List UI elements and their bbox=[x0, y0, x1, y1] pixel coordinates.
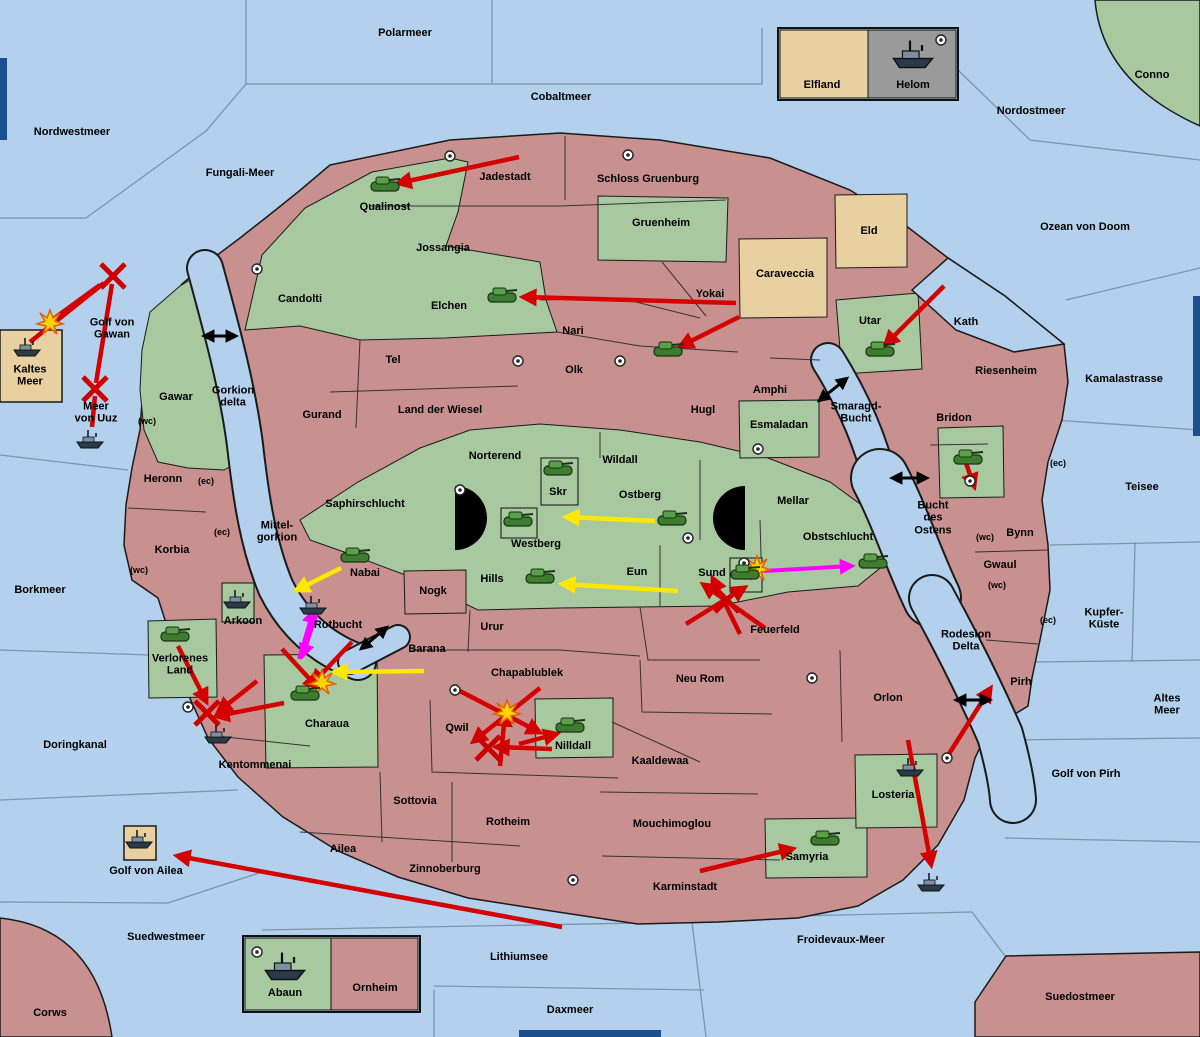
ship-icon[interactable] bbox=[76, 430, 105, 449]
legend-frame-top-right bbox=[777, 27, 959, 101]
battle-x-icon bbox=[713, 586, 741, 614]
tank-icon[interactable] bbox=[730, 564, 761, 580]
explosion-icon bbox=[491, 697, 523, 725]
ship-icon[interactable] bbox=[223, 590, 252, 609]
tank-icon[interactable] bbox=[543, 460, 574, 476]
dynamic-layer bbox=[13, 34, 994, 981]
attack-arrow-magenta bbox=[763, 558, 856, 575]
attack-arrow-red bbox=[518, 728, 562, 747]
city-dot-icon bbox=[251, 946, 263, 958]
ship-icon[interactable] bbox=[299, 596, 328, 615]
attack-arrow-red bbox=[175, 644, 209, 706]
battle-x-icon bbox=[81, 375, 109, 403]
tank-icon[interactable] bbox=[858, 553, 889, 569]
city-dot-icon bbox=[182, 701, 194, 713]
water-channels bbox=[186, 249, 1066, 824]
tank-icon[interactable] bbox=[810, 830, 841, 846]
attack-arrow-red bbox=[882, 284, 946, 348]
ship-icon[interactable] bbox=[125, 830, 154, 849]
ship-icon[interactable] bbox=[264, 952, 307, 981]
legend-boxes[interactable] bbox=[242, 27, 959, 1013]
city-dot-icon bbox=[935, 34, 947, 46]
attack-arrow-yellow bbox=[292, 565, 343, 593]
tank-icon[interactable] bbox=[953, 449, 984, 465]
legend-cell-ornheim[interactable] bbox=[330, 937, 419, 1011]
strait-arrow-black bbox=[816, 376, 850, 403]
city-dot-icon bbox=[941, 752, 953, 764]
tank-icon[interactable] bbox=[657, 510, 688, 526]
battle-x-icon bbox=[99, 262, 127, 290]
tank-icon[interactable] bbox=[370, 176, 401, 192]
attack-arrow-magenta bbox=[297, 607, 318, 660]
city-dot-icon bbox=[567, 874, 579, 886]
tank-icon[interactable] bbox=[160, 626, 191, 642]
city-dot-icon bbox=[682, 532, 694, 544]
city-dot-icon bbox=[964, 475, 976, 487]
city-dot-icon bbox=[752, 443, 764, 455]
attack-arrow-red bbox=[393, 154, 520, 190]
attack-arrow-red bbox=[905, 739, 938, 870]
ship-icon[interactable] bbox=[13, 338, 42, 357]
city-dot-icon bbox=[512, 355, 524, 367]
city-dot-icon bbox=[251, 263, 263, 275]
city-dot-icon bbox=[614, 355, 626, 367]
tank-icon[interactable] bbox=[487, 287, 518, 303]
explosion-icon bbox=[306, 667, 338, 695]
battle-x-icon bbox=[474, 734, 502, 762]
attack-arrow-yellow bbox=[557, 575, 679, 594]
city-dot-icon bbox=[449, 684, 461, 696]
battle-line-red bbox=[89, 395, 98, 428]
city-dot-icon bbox=[806, 672, 818, 684]
attack-arrow-red bbox=[699, 843, 798, 874]
attack-arrow-red bbox=[214, 679, 259, 715]
ship-icon[interactable] bbox=[896, 758, 925, 777]
attack-arrow-red bbox=[676, 314, 741, 349]
city-dot-icon bbox=[622, 149, 634, 161]
battle-x-icon bbox=[193, 699, 221, 727]
attack-arrow-red bbox=[518, 288, 737, 307]
attack-arrow-red bbox=[491, 738, 553, 757]
city-dot-icon bbox=[454, 484, 466, 496]
attack-arrow-yellow bbox=[329, 662, 425, 681]
attack-arrow-yellow bbox=[561, 508, 656, 527]
ship-icon[interactable] bbox=[892, 40, 935, 69]
ship-icon[interactable] bbox=[204, 725, 233, 744]
legend-cell-elfland[interactable] bbox=[779, 29, 869, 99]
attack-arrow-red bbox=[172, 849, 563, 930]
tank-icon[interactable] bbox=[503, 511, 534, 527]
tank-icon[interactable] bbox=[340, 547, 371, 563]
tank-icon[interactable] bbox=[865, 341, 896, 357]
city-dot-icon bbox=[444, 150, 456, 162]
strait-arrow-black bbox=[358, 625, 390, 651]
main-island bbox=[123, 132, 1069, 925]
legend-frame-bottom-left bbox=[242, 935, 421, 1013]
tank-icon[interactable] bbox=[290, 685, 321, 701]
ship-icon[interactable] bbox=[917, 873, 946, 892]
tank-icon[interactable] bbox=[555, 717, 586, 733]
tank-icon[interactable] bbox=[525, 568, 556, 584]
map-edge-strips bbox=[0, 58, 1200, 1037]
tank-icon[interactable] bbox=[653, 341, 684, 357]
battle-line-red bbox=[93, 283, 115, 384]
explosion-icon bbox=[34, 307, 66, 335]
